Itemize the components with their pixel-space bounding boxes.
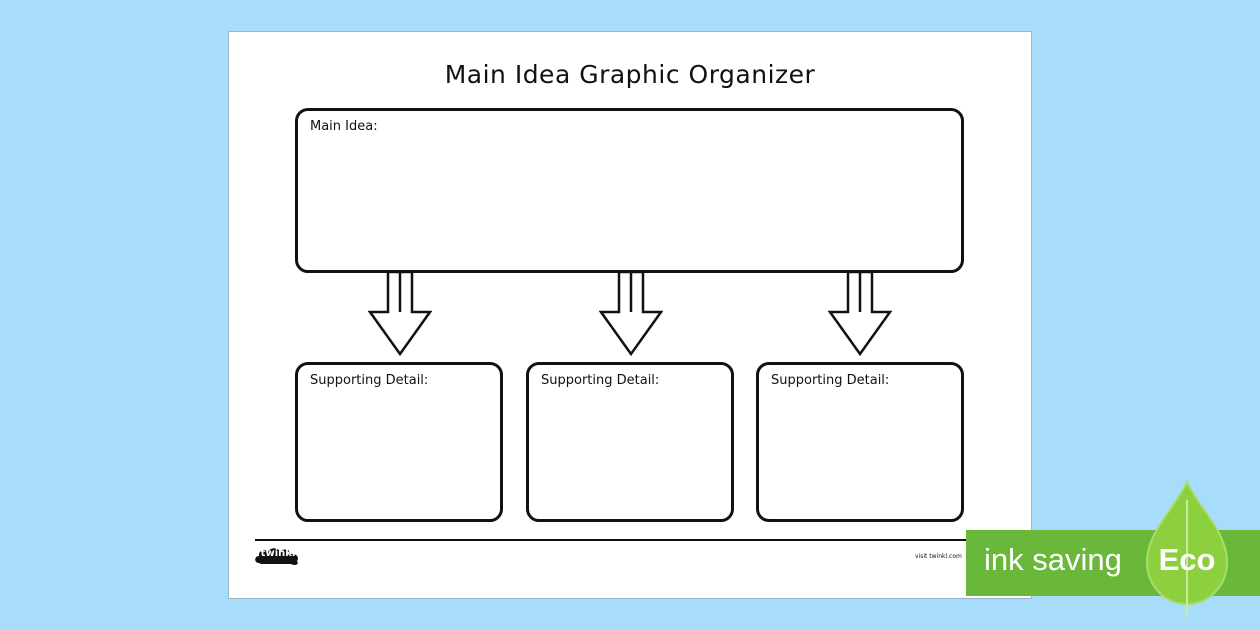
main-idea-box: Main Idea: <box>295 108 964 273</box>
supporting-detail-label: Supporting Detail: <box>771 373 890 388</box>
down-arrow-icon <box>599 272 663 356</box>
supporting-detail-label: Supporting Detail: <box>310 373 429 388</box>
down-arrow-icon <box>368 272 432 356</box>
supporting-detail-box-2: Supporting Detail: <box>526 362 734 522</box>
supporting-detail-box-3: Supporting Detail: <box>756 362 964 522</box>
footer-divider <box>255 539 967 541</box>
down-arrow-icon <box>828 272 892 356</box>
twinkl-logo: twinkl <box>253 545 303 567</box>
ink-saving-text: ink saving <box>984 542 1122 577</box>
page-title: Main Idea Graphic Organizer <box>444 60 816 89</box>
visit-website-text: visit twinkl.com <box>915 553 962 560</box>
eco-label: Eco <box>1158 542 1216 577</box>
supporting-detail-box-1: Supporting Detail: <box>295 362 503 522</box>
eco-leaf-icon <box>1145 480 1229 618</box>
cloud-logo-icon <box>255 548 299 565</box>
supporting-detail-label: Supporting Detail: <box>541 373 660 388</box>
twinkl-logo-text: twinkl <box>260 548 296 559</box>
main-idea-label: Main Idea: <box>310 119 378 134</box>
